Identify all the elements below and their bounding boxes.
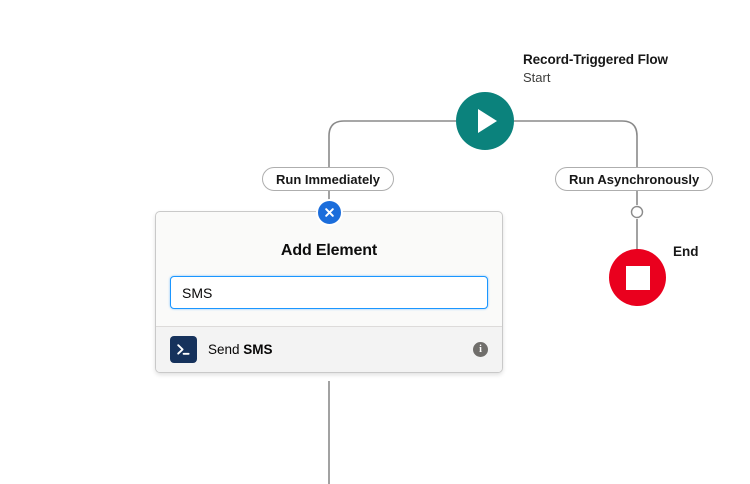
element-search-input[interactable]	[170, 276, 488, 309]
search-field-wrapper	[156, 260, 502, 326]
result-label-match: SMS	[243, 342, 273, 357]
result-item-send-sms[interactable]: Send SMS i	[156, 326, 502, 372]
stop-square-icon	[625, 265, 650, 290]
wire-start-to-left	[328, 120, 456, 167]
end-node[interactable]	[609, 249, 666, 306]
branch-pill-run-asynchronously[interactable]: Run Asynchronously	[555, 167, 714, 191]
wire-start-to-right	[514, 120, 638, 167]
terminal-prompt-icon	[170, 336, 197, 363]
play-triangle-icon	[478, 109, 497, 133]
end-label: End	[673, 244, 699, 259]
start-node[interactable]	[456, 92, 514, 150]
result-label-prefix: Send	[208, 342, 244, 357]
info-icon[interactable]: i	[473, 342, 488, 357]
close-panel-button[interactable]	[316, 199, 343, 226]
result-item-label: Send SMS	[208, 342, 462, 357]
start-subtitle: Start	[523, 70, 551, 86]
add-element-panel: Add Element Send SMS i	[155, 211, 503, 373]
panel-title: Add Element	[280, 242, 378, 259]
add-connector-dot-icon	[630, 205, 644, 219]
start-title: Record-Triggered Flow	[523, 52, 668, 67]
branch-pill-run-immediately[interactable]: Run Immediately	[262, 167, 395, 191]
start-caption: Record-Triggered Flow Start	[523, 51, 668, 87]
close-icon	[325, 208, 334, 217]
